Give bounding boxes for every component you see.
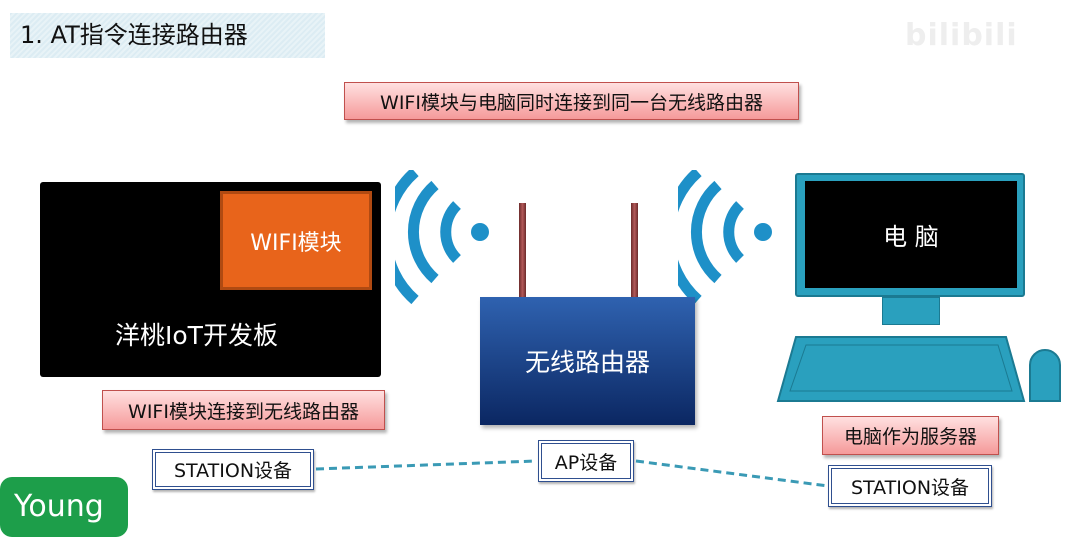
banner-note: WIFI模块与电脑同时连接到同一台无线路由器: [344, 82, 799, 120]
ap-tag: AP设备: [538, 440, 634, 482]
keyboard-mouse-icon: [776, 336, 1061, 402]
pc-note: 电脑作为服务器: [822, 416, 999, 455]
slide-title: 1. AT指令连接路由器: [10, 13, 325, 58]
router-antenna: [519, 203, 526, 298]
router-antenna: [631, 203, 638, 298]
dev-board-label: 洋桃IoT开发板: [115, 321, 278, 350]
bilibili-watermark: bilibili: [905, 18, 1018, 53]
router: 无线路由器: [480, 297, 695, 425]
connection-lines: [315, 459, 829, 488]
wifi-module: WIFI模块: [220, 191, 372, 290]
monitor-stand: [882, 297, 940, 325]
young-badge: Young: [0, 477, 128, 537]
station-tag-pc: STATION设备: [828, 465, 992, 507]
module-note: WIFI模块连接到无线路由器: [102, 390, 385, 430]
station-tag-board: STATION设备: [152, 449, 314, 490]
wifi-signal-right-icon: [678, 170, 772, 305]
wifi-signal-left-icon: [395, 170, 489, 305]
pc-screen: 电 脑: [805, 181, 1017, 288]
